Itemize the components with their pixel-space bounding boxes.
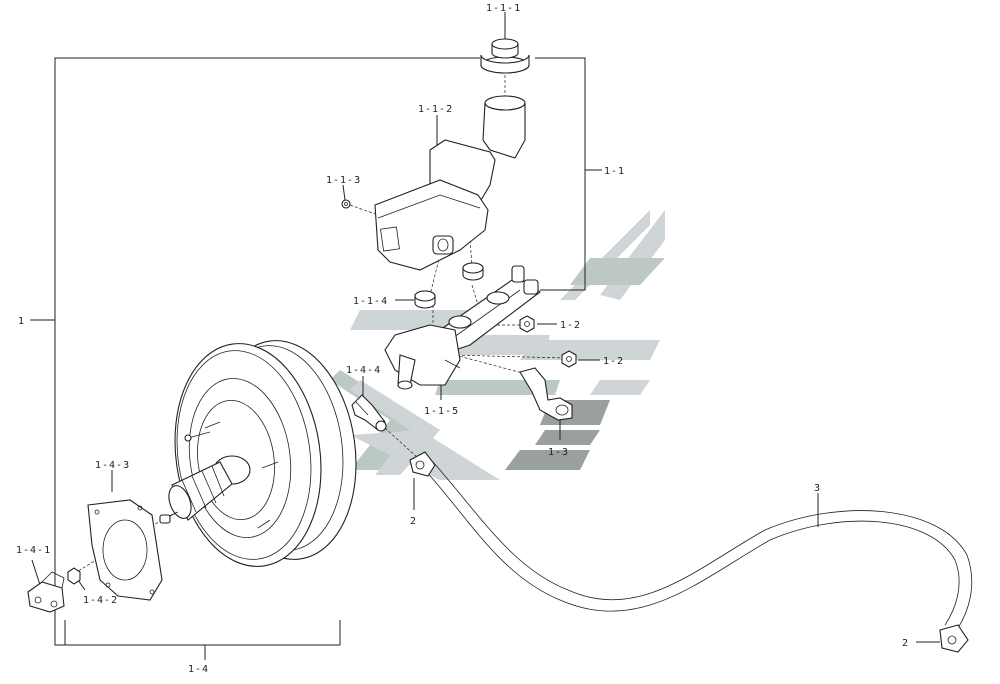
callout-labels: 1-1-1 1-1-2 1-1-3 1-1 1-1-4 1-2 1-2 1-4-… [16,3,909,675]
callout-1-4: 1-4 [188,664,209,675]
mounting-bracket [519,367,573,421]
callout-2-lower: 2 [902,638,909,649]
clevis [27,571,65,613]
callout-1-4-4: 1-4-4 [346,365,381,376]
check-valve-fitting [351,394,387,432]
booster-gasket [87,499,163,601]
callout-2-upper: 2 [410,516,417,527]
reservoir-grommets [414,262,484,309]
clevis-nut [67,567,81,585]
callout-1-3: 1-3 [548,447,569,458]
vacuum-hose [424,461,973,629]
bracket-lines [30,57,602,660]
callout-3: 3 [814,483,821,494]
master-cylinder [384,265,541,390]
callout-1-1-3: 1-1-3 [326,175,361,186]
reservoir-cap [480,38,530,74]
callout-1-1-1: 1-1-1 [486,3,521,14]
callout-1-1-5: 1-1-5 [424,406,459,417]
callout-1-4-1: 1-4-1 [16,545,51,556]
leader-lines [31,12,940,643]
callout-1-4-3: 1-4-3 [95,460,130,471]
callout-1: 1 [18,316,25,327]
hose-clamps [409,451,969,653]
callout-1-2-upper: 1-2 [560,320,581,331]
callout-1-1-4: 1-1-4 [353,296,388,307]
reservoir-screw [341,199,351,209]
callout-1-1: 1-1 [604,166,625,177]
callout-1-1-2: 1-1-2 [418,104,453,115]
callout-1-2-lower: 1-2 [603,356,624,367]
nuts [519,315,577,368]
brake-booster [159,340,357,567]
brake-fluid-reservoir [374,95,526,271]
callout-1-4-2: 1-4-2 [83,595,118,606]
